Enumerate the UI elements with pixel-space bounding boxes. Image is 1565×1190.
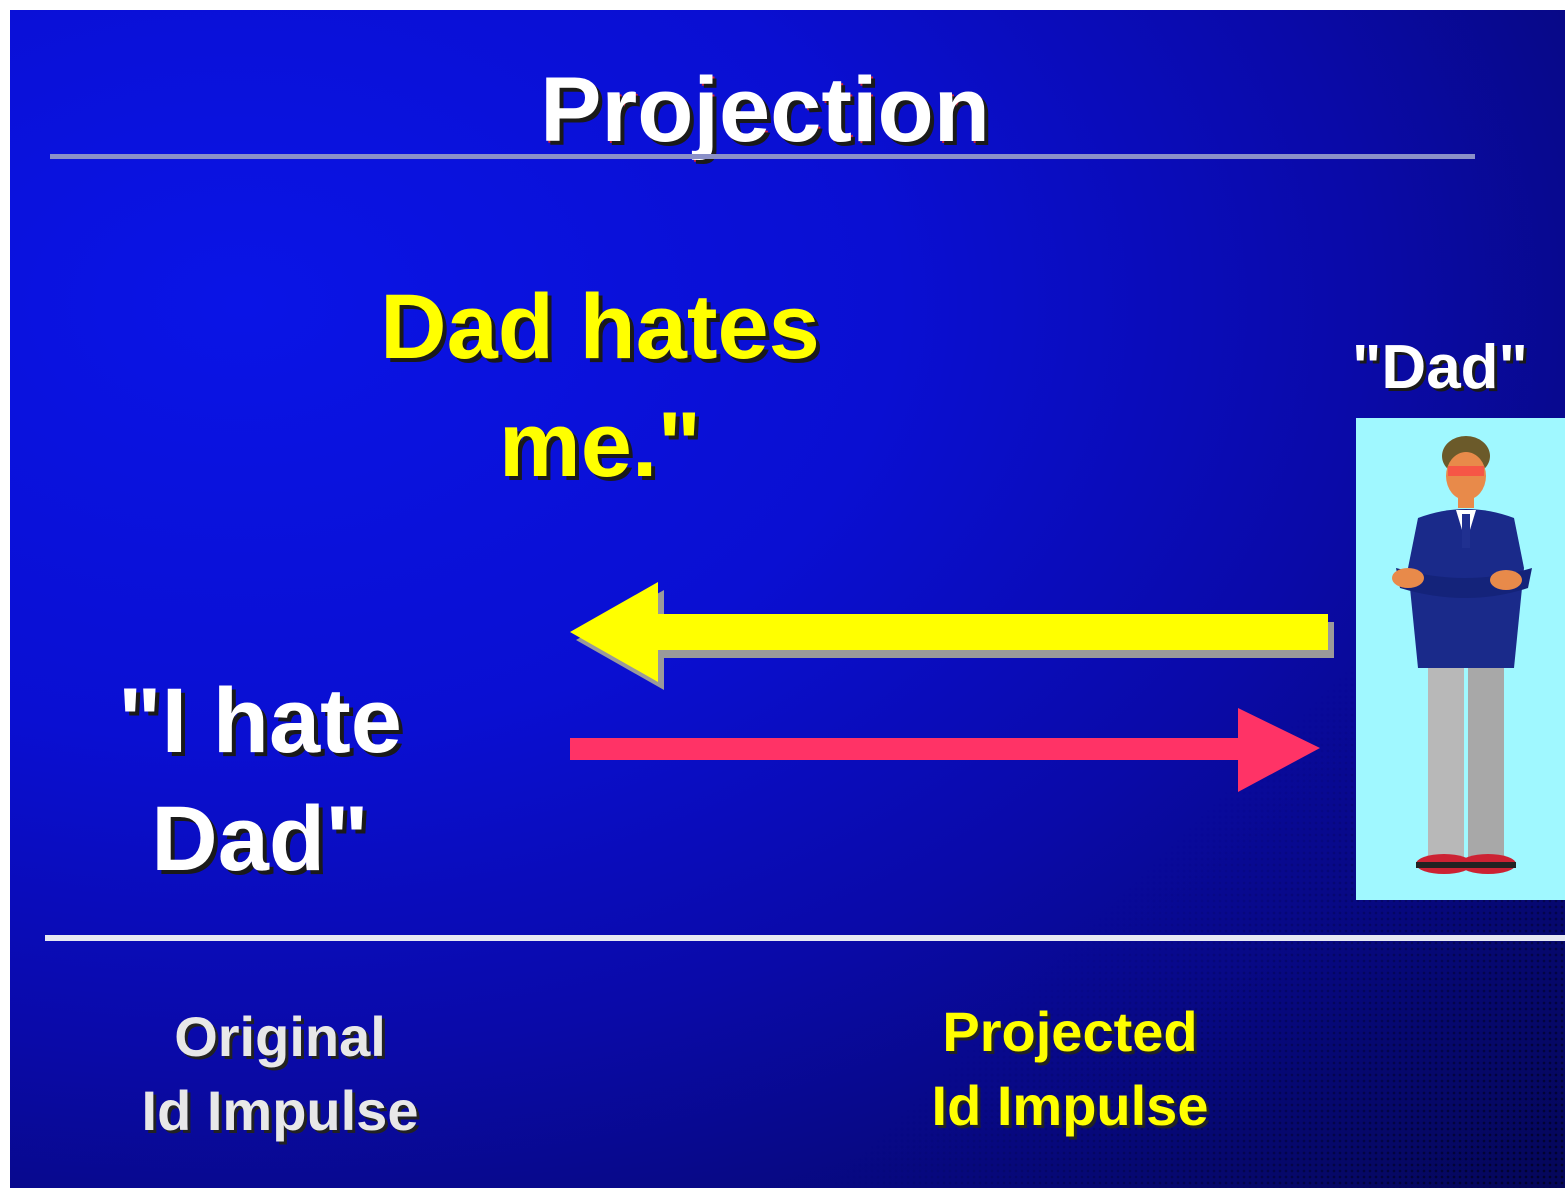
projected-statement: Dad hates me." [360,268,840,504]
title-divider [50,154,1475,159]
figure-panel [1356,418,1565,900]
original-caption: Original Id Impulse [100,1000,460,1148]
original-statement-line1: "I hate [118,670,402,772]
slide: Projection Dad hates me." "I hate Dad" "… [10,10,1565,1188]
figure-label: "Dad" [1352,333,1528,402]
original-statement-line2: Dad" [151,788,369,890]
projected-caption-line1: Projected [942,1000,1198,1063]
original-caption-line2: Id Impulse [141,1079,419,1142]
projected-arrow-left-icon [570,582,1334,690]
projected-statement-line2: me." [498,394,702,496]
original-caption-line1: Original [174,1005,386,1068]
caption-divider [45,935,1565,941]
arrows-layer [570,582,1334,792]
original-arrow-right-icon [570,708,1320,792]
standing-man-figure-icon [1392,436,1532,874]
projected-statement-line1: Dad hates [380,276,820,378]
original-statement: "I hate Dad" [80,662,440,898]
slide-title: Projection [540,59,990,161]
projected-caption-line2: Id Impulse [931,1074,1209,1137]
projected-caption: Projected Id Impulse [890,995,1250,1143]
